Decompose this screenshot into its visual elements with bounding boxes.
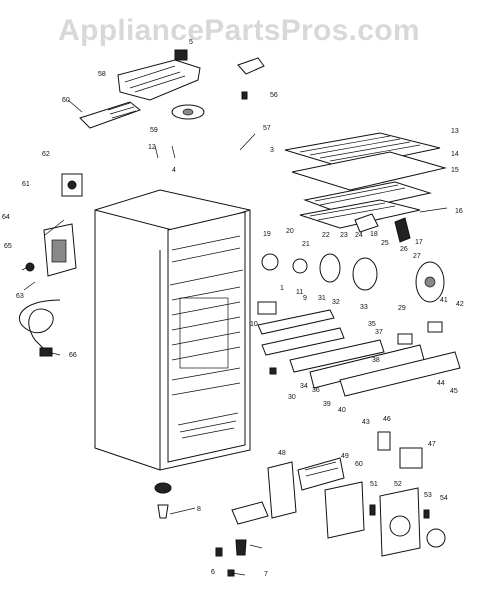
callout-labels: 58 5 60 56 59 57 3 12 4 13 14 15 16 62 6… bbox=[2, 39, 464, 578]
callout-13: 13 bbox=[451, 128, 459, 135]
screw bbox=[241, 91, 248, 100]
callout-21: 21 bbox=[302, 241, 310, 248]
callout-33: 33 bbox=[360, 304, 368, 311]
freezer-control-housing bbox=[117, 49, 265, 101]
evaporator-assembly bbox=[299, 199, 421, 243]
refrigerator-cabinet bbox=[94, 189, 251, 471]
callout-62: 62 bbox=[42, 151, 50, 158]
callout-16: 16 bbox=[455, 208, 463, 215]
callout-60-bottom: 60 bbox=[355, 461, 363, 468]
callout-59: 59 bbox=[150, 127, 158, 134]
callout-32: 32 bbox=[332, 299, 340, 306]
callout-48: 48 bbox=[278, 450, 286, 457]
air-duct-cover bbox=[79, 101, 142, 129]
callout-31: 31 bbox=[318, 295, 326, 302]
callout-36: 36 bbox=[312, 387, 320, 394]
callout-66: 66 bbox=[69, 352, 77, 359]
callout-49: 49 bbox=[341, 453, 349, 460]
callout-61: 61 bbox=[22, 181, 30, 188]
control-box bbox=[43, 223, 77, 277]
knob bbox=[25, 262, 35, 272]
callout-8: 8 bbox=[197, 506, 201, 513]
watermark: AppliancePartsPros.com bbox=[58, 14, 420, 47]
callout-46: 46 bbox=[383, 416, 391, 423]
callout-30: 30 bbox=[288, 394, 296, 401]
callout-4: 4 bbox=[172, 167, 176, 174]
bottom-parts bbox=[154, 431, 446, 577]
callout-27: 27 bbox=[413, 253, 421, 260]
callout-42: 42 bbox=[456, 301, 464, 308]
leader-lines bbox=[21, 99, 448, 576]
callout-41: 41 bbox=[440, 297, 448, 304]
callout-11: 11 bbox=[296, 289, 303, 296]
callout-56: 56 bbox=[270, 92, 278, 99]
callout-20: 20 bbox=[286, 228, 294, 235]
wire-shelf bbox=[284, 132, 447, 214]
callout-3-top: 3 bbox=[270, 147, 274, 154]
callout-1: 1 bbox=[280, 285, 284, 292]
callout-25: 25 bbox=[381, 240, 389, 247]
defrost-timer bbox=[61, 173, 83, 197]
callout-12: 12 bbox=[148, 144, 156, 151]
callout-54: 54 bbox=[440, 495, 448, 502]
callout-23: 23 bbox=[340, 232, 348, 239]
callout-22: 22 bbox=[322, 232, 330, 239]
callout-10: 10 bbox=[250, 321, 258, 328]
callout-65: 65 bbox=[4, 243, 12, 250]
callout-43: 43 bbox=[362, 419, 370, 426]
callout-52: 52 bbox=[394, 481, 402, 488]
callout-53: 53 bbox=[424, 492, 432, 499]
callout-34: 34 bbox=[300, 383, 308, 390]
callout-15: 15 bbox=[451, 167, 459, 174]
callout-7: 7 bbox=[264, 571, 268, 578]
callout-37: 37 bbox=[375, 329, 383, 336]
callout-17: 17 bbox=[415, 239, 423, 246]
callout-6: 6 bbox=[211, 569, 215, 576]
callout-35: 35 bbox=[368, 321, 376, 328]
callout-45: 45 bbox=[450, 388, 458, 395]
callout-44: 44 bbox=[437, 380, 445, 387]
callout-26: 26 bbox=[400, 246, 408, 253]
callout-63: 63 bbox=[16, 293, 24, 300]
callout-57: 57 bbox=[263, 125, 271, 132]
callout-18: 18 bbox=[370, 231, 378, 238]
callout-47: 47 bbox=[428, 441, 436, 448]
callout-24: 24 bbox=[355, 232, 363, 239]
callout-29: 29 bbox=[398, 305, 406, 312]
callout-39: 39 bbox=[323, 401, 331, 408]
callout-14: 14 bbox=[451, 151, 459, 158]
callout-64: 64 bbox=[2, 214, 10, 221]
callout-40: 40 bbox=[338, 407, 346, 414]
callout-60: 60 bbox=[62, 97, 70, 104]
fan-motor-parts bbox=[261, 253, 445, 303]
light-housing bbox=[257, 301, 461, 397]
fan-blade bbox=[171, 104, 205, 120]
callout-9: 9 bbox=[303, 295, 307, 302]
power-cord bbox=[18, 299, 61, 357]
callout-19: 19 bbox=[263, 231, 271, 238]
callout-5-top: 5 bbox=[189, 39, 193, 46]
callout-38: 38 bbox=[372, 357, 380, 364]
callout-51: 51 bbox=[370, 481, 378, 488]
callout-58: 58 bbox=[98, 71, 106, 78]
